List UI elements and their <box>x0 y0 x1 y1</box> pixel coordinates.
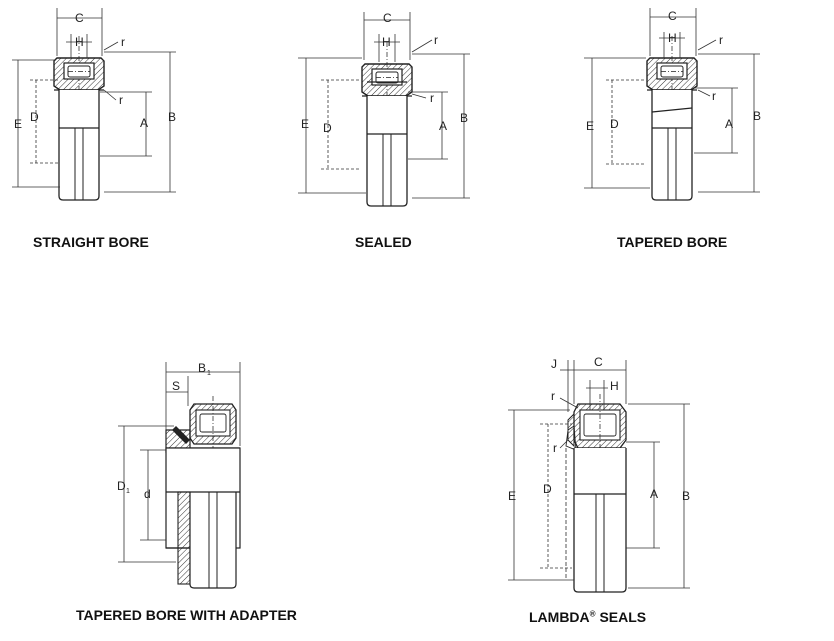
caption-sealed: SEALED <box>355 234 412 250</box>
label-c: C <box>75 11 84 25</box>
label-b1-sub: 1 <box>207 370 211 377</box>
label-e: E <box>508 489 516 503</box>
label-a: A <box>140 116 148 130</box>
caption-tapered-bore: TAPERED BORE <box>617 234 728 250</box>
registered-mark: ® <box>589 609 596 619</box>
label-r-top: r <box>551 389 555 403</box>
label-r-bottom: r <box>119 93 123 107</box>
label-r-bottom: r <box>430 91 434 105</box>
label-c: C <box>383 11 392 25</box>
label-a: A <box>439 119 447 133</box>
label-d: D <box>30 110 39 124</box>
straight-bore-drawing: C H r r E D A B <box>12 8 176 201</box>
label-c: C <box>594 355 603 369</box>
caption-lambda-word: LAMBDA <box>529 609 590 625</box>
label-e: E <box>14 117 22 131</box>
caption-lambda-seals: LAMBDA® SEALS <box>529 609 646 625</box>
label-a: A <box>650 487 658 501</box>
label-d: D <box>323 121 332 135</box>
tapered-bore-adapter-drawing: B 1 S D 1 d <box>117 361 241 589</box>
label-r-top: r <box>434 33 438 47</box>
label-h: H <box>75 35 84 49</box>
caption-straight-bore: STRAIGHT BORE <box>33 234 149 250</box>
label-j: J <box>551 357 557 371</box>
label-d: D <box>610 117 619 131</box>
label-small-d: d <box>144 487 151 501</box>
caption-seals-word: SEALS <box>595 609 647 625</box>
lambda-seals-drawing: J C H r r E D A B <box>508 355 690 593</box>
caption-tapered-bore-with-adapter: TAPERED BORE WITH ADAPTER <box>76 607 297 623</box>
label-c: C <box>668 9 677 23</box>
sealed-drawing: C H r r E D A B <box>298 11 470 207</box>
label-h: H <box>382 35 391 49</box>
label-b: B <box>753 109 761 123</box>
label-r-top: r <box>719 33 723 47</box>
label-b: B <box>168 110 176 124</box>
label-e: E <box>586 119 594 133</box>
label-r-top: r <box>121 35 125 49</box>
label-s: S <box>172 379 180 393</box>
label-h: H <box>668 31 677 45</box>
label-d1: D <box>117 479 126 493</box>
label-b1: B <box>198 361 206 375</box>
label-a: A <box>725 117 733 131</box>
label-r-bottom: r <box>712 89 716 103</box>
label-b: B <box>460 111 468 125</box>
label-r-bottom: r <box>553 441 557 455</box>
tapered-bore-drawing: C H r r E D A B <box>584 8 761 201</box>
label-d1-sub: 1 <box>126 488 130 495</box>
label-d: D <box>543 482 552 496</box>
label-b: B <box>682 489 690 503</box>
label-h: H <box>610 379 619 393</box>
label-e: E <box>301 117 309 131</box>
